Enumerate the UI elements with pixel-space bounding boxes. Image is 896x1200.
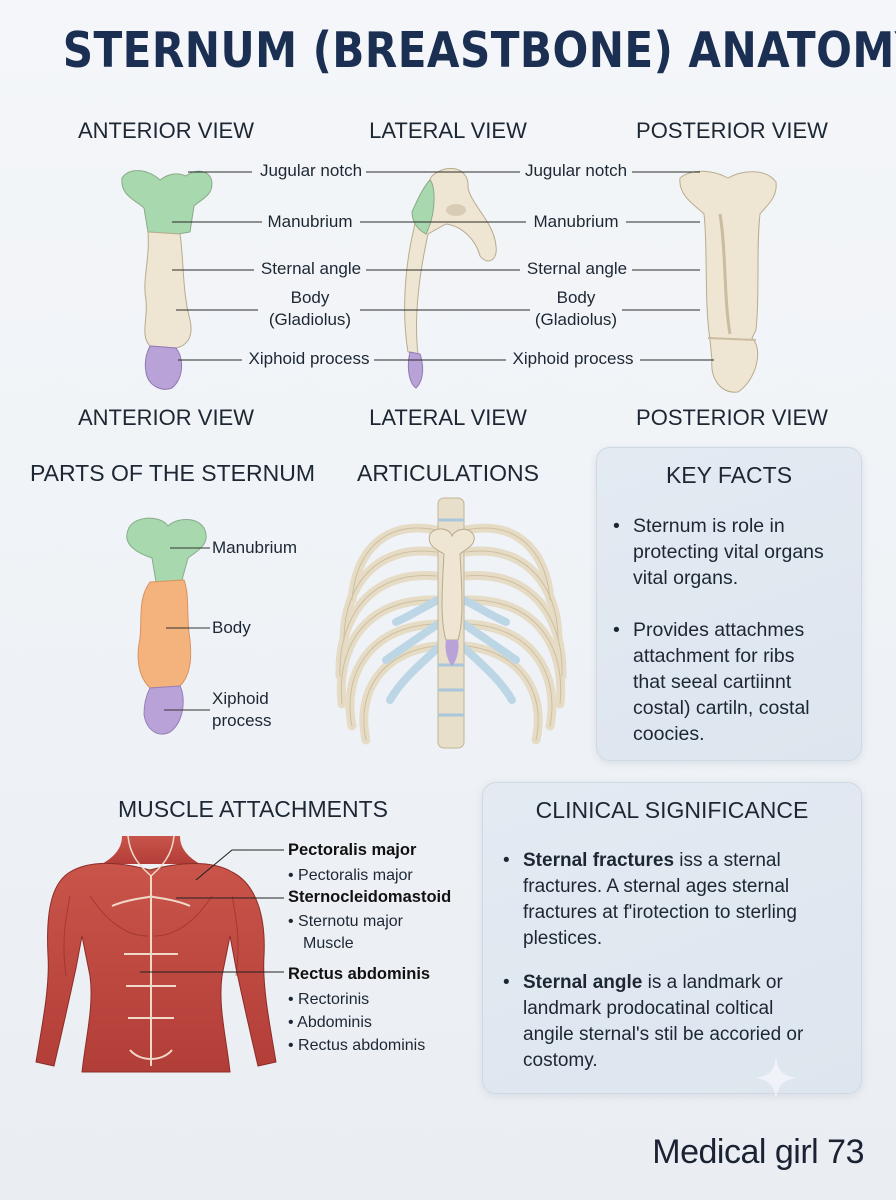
clinical-item-2-line-2: landmark prodocatinal coltical [523,998,774,1019]
key-fact-2-line-4: costal) cartiln, costal [633,697,810,719]
anterior-sternum [121,170,213,390]
key-facts-title: KEY FACTS [665,462,793,488]
muscle-pectoralis-major: Pectoralis major [288,841,417,859]
clinical-item-2: Sternal angle is a landmark or landmark … [501,970,861,1074]
muscle-rectus-abdominis: Rectus abdominis [288,965,431,983]
muscle-pectoralis-sub-text: Pectoralis major [298,867,413,884]
key-fact-1-line-2: protecting vital organs [633,541,824,563]
muscle-rectus-sub-3: • Rectus abdominis [288,1037,426,1054]
clinical-item-1-line-3: fractures at f'irotection to sterling [523,902,797,923]
key-fact-1-line-3: vital organs. [633,567,739,589]
view-label-anterior-top: ANTERIOR VIEW [77,118,254,143]
key-fact-1-line-1: Sternum is role in [633,515,785,537]
credit-signature: Medical girl 73 [652,1133,864,1171]
muscle-rectus-sub-1: • Rectorinis [288,991,370,1008]
label-body-sub-left: (Gladiolus) [268,310,352,329]
rib-cage-illustration [335,497,567,749]
posterior-sternum [679,170,777,393]
label-body-sub-right: (Gladiolus) [534,310,618,329]
clinical-item-1: Sternal fractures iss a sternal fracture… [501,848,861,952]
leader-lines-views [172,171,714,361]
parts-manubrium-shape [126,517,207,583]
muscle-rectus-sub-2: • Abdominis [288,1014,372,1031]
sternum-views-diagram [121,167,777,393]
label-jugular-notch-left: Jugular notch [259,161,363,180]
muscle-scm-sub-1-text: Sternotu major [298,913,403,930]
view-label-lateral-top: LATERAL VIEW [369,118,527,143]
key-fact-2: Provides attachmes attachment for ribs t… [611,617,861,747]
sparkle-icon [755,1057,797,1099]
muscle-scm-sub-2: Muscle [303,935,354,952]
label-jugular-notch-right: Jugular notch [524,161,628,180]
muscle-pectoralis-sub: • Pectoralis major [288,867,413,884]
view-label-anterior-bottom: ANTERIOR VIEW [77,405,254,430]
muscle-torso-illustration [35,835,277,1073]
muscle-attachments-title: MUSCLE ATTACHMENTS [117,796,389,822]
parts-title: PARTS OF THE STERNUM [30,460,315,486]
label-sternal-angle-left: Sternal angle [260,259,362,278]
key-fact-2-line-1: Provides attachmes [633,619,805,641]
parts-label-manubrium: Manubrium [212,538,298,557]
muscle-sternocleidomastoid: Sternocleidomastoid [288,888,452,906]
clinical-item-2-bold: Sternal angle [523,972,643,993]
key-fact-2-line-3: that seeal cartiinnt [633,671,792,693]
view-label-posterior-top: POSTERIOR VIEW [636,118,828,143]
clinical-title: CLINICAL SIGNIFICANCE [535,797,809,823]
label-manubrium-right: Manubrium [533,212,619,231]
parts-xiphoid-shape [143,685,184,735]
lateral-sternum [404,167,497,389]
clinical-item-1-line-1: iss a sternal [674,850,781,871]
parts-label-xiphoid-1: Xiphoid [212,689,269,708]
label-manubrium-left: Manubrium [267,212,353,231]
clinical-item-2-line-3: angile sternal's stil be accoried or [523,1024,804,1045]
clinical-item-1-line-4: plestices. [523,928,603,949]
clinical-item-1-bold: Sternal fractures [523,850,675,871]
key-fact-1: Sternum is role in protecting vital orga… [611,513,861,591]
clinical-significance-card: CLINICAL SIGNIFICANCE Sternal fractures … [482,782,862,1099]
label-sternal-angle-right: Sternal angle [526,259,628,278]
muscle-rectus-sub-1-text: Rectorinis [298,991,370,1008]
view-label-posterior-bottom: POSTERIOR VIEW [636,405,828,430]
clinical-item-1-line-2: fractures. A sternal ages sternal [523,876,790,897]
key-fact-2-line-2: attachment for ribs [633,645,795,667]
label-body-left: Body [290,288,330,307]
parts-label-xiphoid-2: process [212,711,272,730]
key-fact-2-line-5: coocies. [633,723,705,745]
articulations-title: ARTICULATIONS [357,460,539,486]
clinical-item-2-line-4: costomy. [523,1050,598,1071]
key-facts-card: KEY FACTS Sternum is role in protecting … [596,447,862,761]
parts-label-body: Body [212,618,251,637]
page-title: STERNUM (BREASTBONE) ANATOMY [62,22,896,79]
label-xiphoid-left: Xiphoid process [248,349,370,368]
label-xiphoid-right: Xiphoid process [512,349,634,368]
clinical-item-2-line-1: is a landmark or [642,972,783,993]
parts-diagram [126,517,210,735]
muscle-scm-sub-1: • Sternotu major [288,913,403,930]
label-body-right: Body [556,288,596,307]
view-label-lateral-bottom: LATERAL VIEW [369,405,527,430]
muscle-rectus-sub-3-text: Rectus abdominis [298,1037,426,1054]
muscle-rectus-sub-2-text: Abdominis [297,1014,372,1031]
